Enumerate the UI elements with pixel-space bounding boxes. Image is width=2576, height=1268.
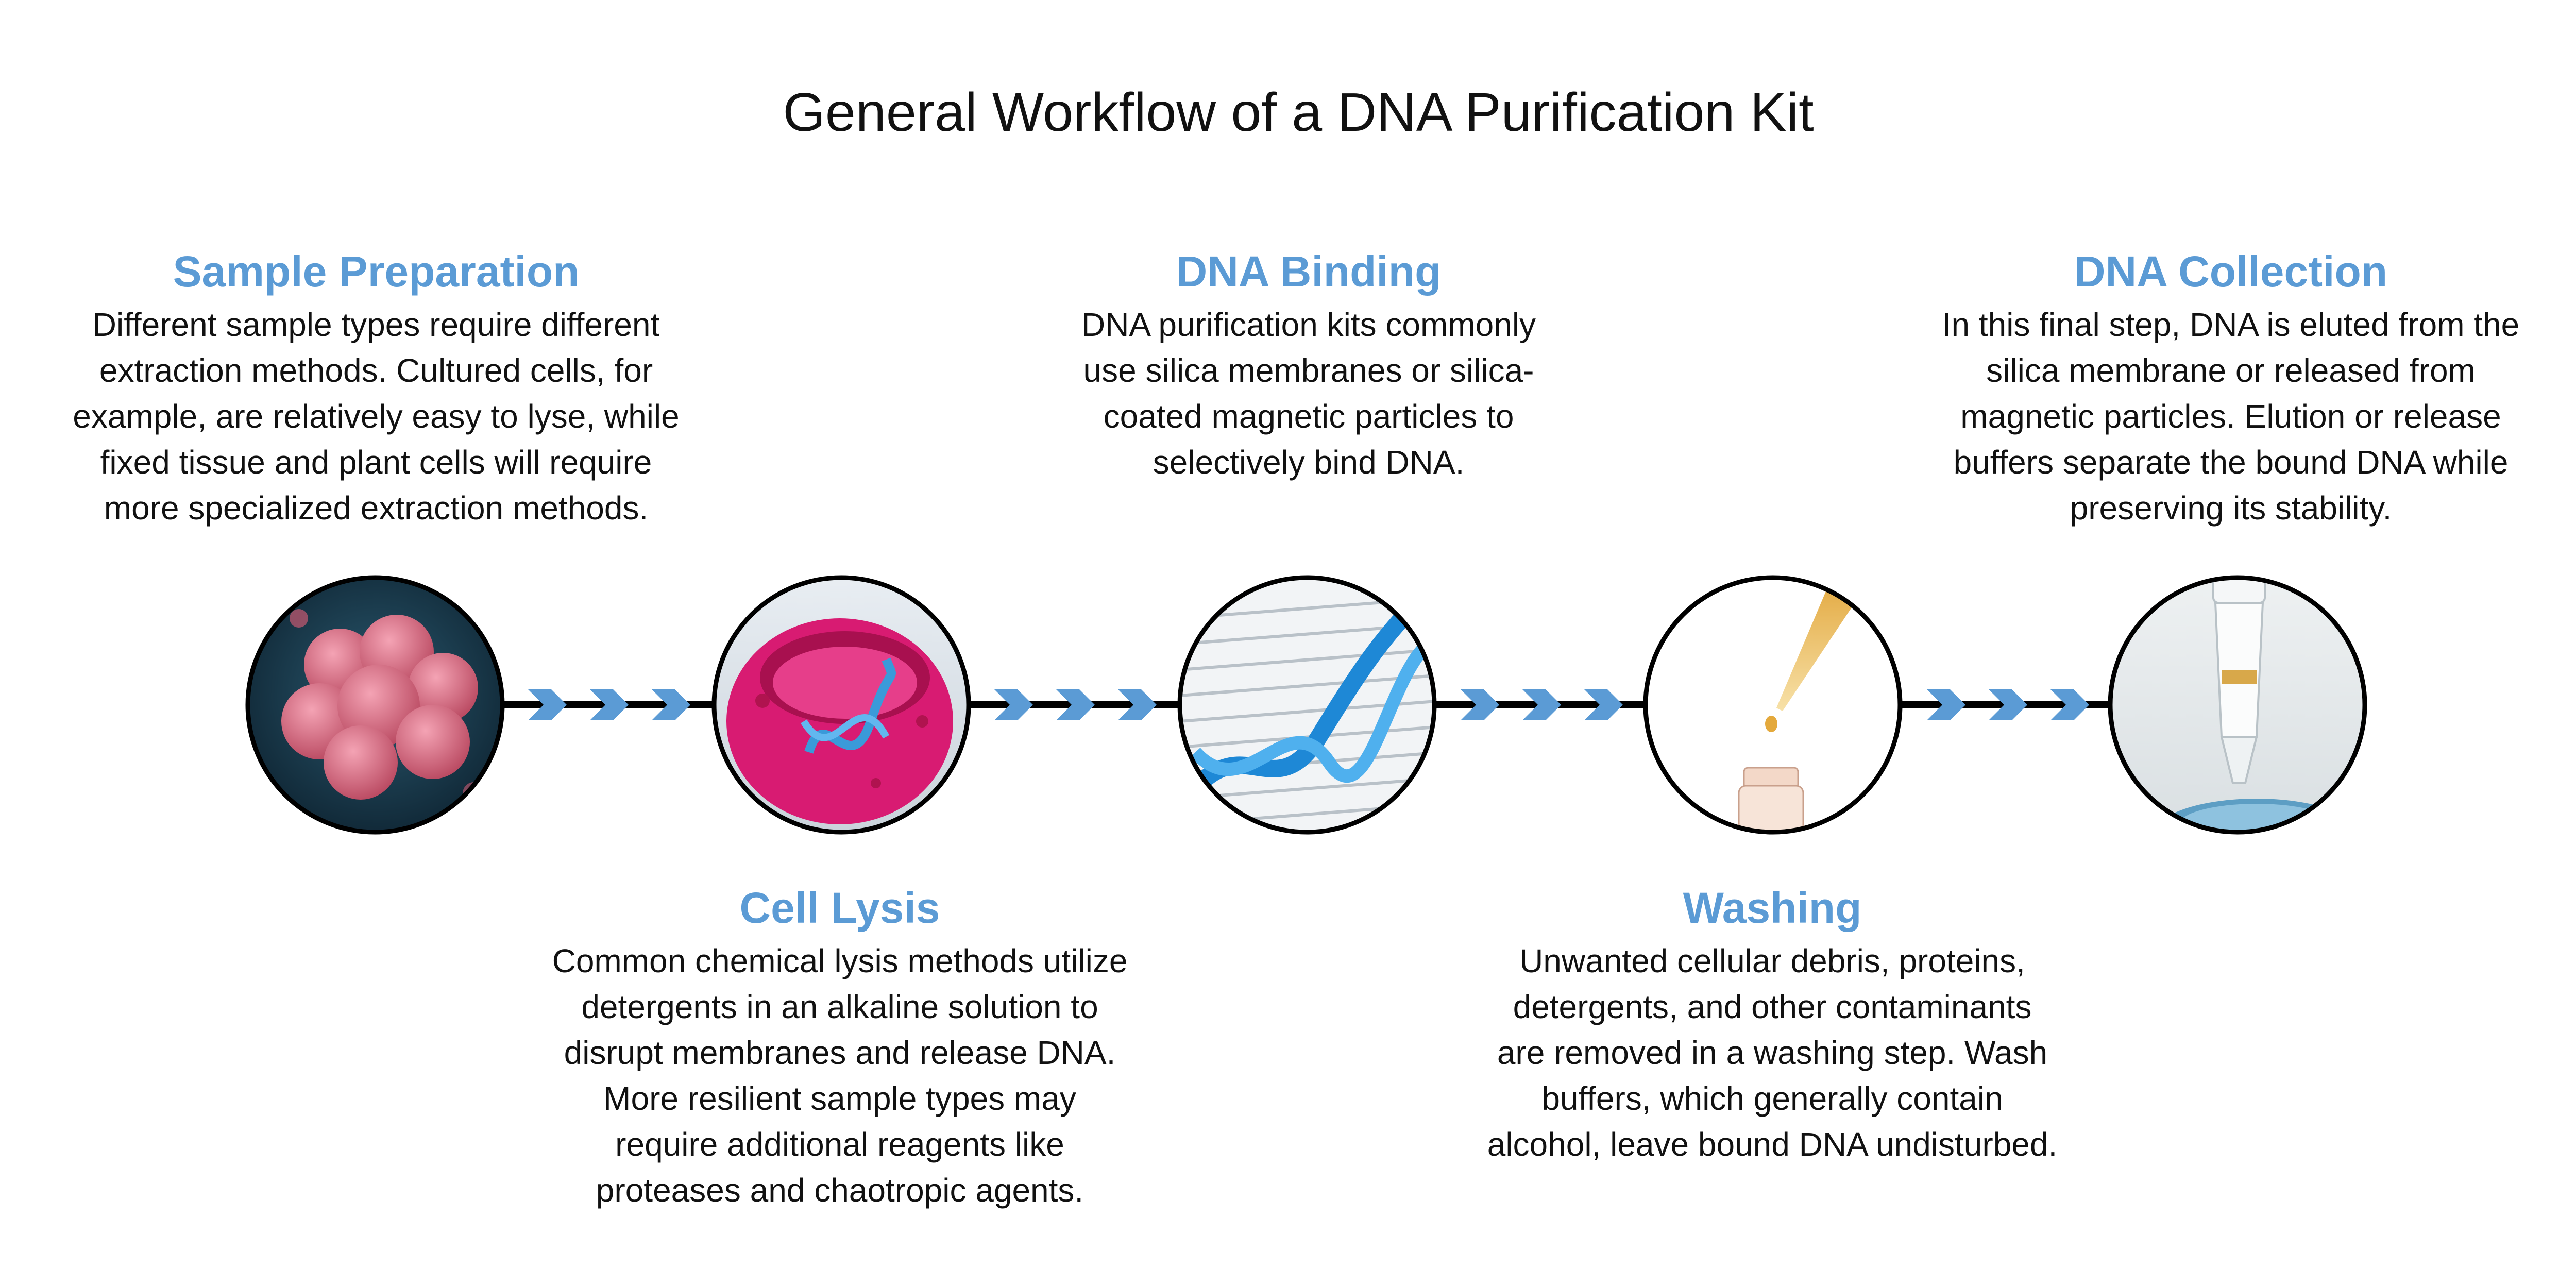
step-description-line: selectively bind DNA. bbox=[1153, 444, 1465, 481]
step-description: Different sample types require different… bbox=[41, 302, 711, 531]
dna-helix-icon bbox=[1177, 575, 1437, 835]
step-sample-preparation: Sample Preparation Different sample type… bbox=[41, 245, 711, 531]
chevron-icon bbox=[1927, 689, 1965, 720]
step-heading: Washing bbox=[1683, 884, 1862, 932]
step-cell-lysis: Cell Lysis Common chemical lysis methods… bbox=[495, 881, 1185, 1213]
step-description: DNA purification kits commonly use silic… bbox=[979, 302, 1638, 485]
step-description-line: more specialized extraction methods. bbox=[104, 489, 649, 527]
step-description-line: Unwanted cellular debris, proteins, bbox=[1519, 942, 2025, 979]
step-description-line: preserving its stability. bbox=[2070, 489, 2392, 527]
step-description-line: silica membrane or released from bbox=[1986, 352, 2476, 389]
step-description-line: disrupt membranes and release DNA. bbox=[564, 1034, 1116, 1071]
step-dna-collection: DNA Collection In this final step, DNA i… bbox=[1901, 245, 2561, 531]
step-heading: DNA Binding bbox=[1176, 247, 1442, 296]
lysed-cell-icon bbox=[711, 575, 971, 835]
step-description-line: require additional reagents like bbox=[615, 1126, 1064, 1163]
chevron-icon bbox=[2050, 689, 2089, 720]
step-description-line: proteases and chaotropic agents. bbox=[596, 1172, 1084, 1209]
chevron-arrows-1 bbox=[528, 689, 690, 720]
chevron-arrows-2 bbox=[994, 689, 1157, 720]
chevron-icon bbox=[1056, 689, 1095, 720]
step-heading: DNA Collection bbox=[2074, 247, 2388, 296]
step-description: Common chemical lysis methods utilize de… bbox=[495, 938, 1185, 1213]
step-description-line: More resilient sample types may bbox=[603, 1080, 1076, 1117]
step-description: Unwanted cellular debris, proteins, dete… bbox=[1422, 938, 2123, 1168]
pipette-dropper-icon bbox=[1643, 575, 1903, 835]
chevron-icon bbox=[1118, 689, 1157, 720]
cell-cluster-icon bbox=[245, 575, 505, 835]
step-description-line: Common chemical lysis methods utilize bbox=[552, 942, 1128, 979]
step-description-line: alcohol, leave bound DNA undisturbed. bbox=[1487, 1126, 2058, 1163]
step-description-line: extraction methods. Cultured cells, for bbox=[99, 352, 653, 389]
step-description-line: In this final step, DNA is eluted from t… bbox=[1942, 306, 2520, 343]
step-description-line: fixed tissue and plant cells will requir… bbox=[100, 444, 652, 481]
step-washing: Washing Unwanted cellular debris, protei… bbox=[1422, 881, 2123, 1168]
step-description-line: are removed in a washing step. Wash bbox=[1497, 1034, 2048, 1071]
step-description-line: coated magnetic particles to bbox=[1103, 398, 1514, 435]
chevron-icon bbox=[590, 689, 629, 720]
step-heading: Sample Preparation bbox=[173, 247, 580, 296]
step-description-line: Different sample types require different bbox=[92, 306, 660, 343]
step-description-line: buffers separate the bound DNA while bbox=[1953, 444, 2509, 481]
chevron-arrows-3 bbox=[1461, 689, 1623, 720]
page-title: General Workflow of a DNA Purification K… bbox=[783, 82, 1814, 143]
chevron-icon bbox=[528, 689, 567, 720]
chevron-icon bbox=[1522, 689, 1561, 720]
step-dna-binding: DNA Binding DNA purification kits common… bbox=[979, 245, 1638, 485]
chevron-arrows-4 bbox=[1927, 689, 2089, 720]
chevron-icon bbox=[1584, 689, 1623, 720]
workflow-timeline bbox=[245, 575, 2367, 835]
step-heading: Cell Lysis bbox=[739, 884, 940, 932]
step-description-line: use silica membranes or silica- bbox=[1083, 352, 1534, 389]
step-description-line: detergents in an alkaline solution to bbox=[581, 988, 1098, 1025]
step-description-line: example, are relatively easy to lyse, wh… bbox=[73, 398, 680, 435]
chevron-icon bbox=[1461, 689, 1499, 720]
chevron-icon bbox=[652, 689, 690, 720]
step-description-line: buffers, which generally contain bbox=[1541, 1080, 2003, 1117]
tube-collection-icon bbox=[2108, 575, 2367, 835]
step-description: In this final step, DNA is eluted from t… bbox=[1901, 302, 2561, 531]
step-description-line: detergents, and other contaminants bbox=[1513, 988, 2032, 1025]
chevron-icon bbox=[1989, 689, 2027, 720]
chevron-icon bbox=[994, 689, 1033, 720]
step-description-line: DNA purification kits commonly bbox=[1081, 306, 1536, 343]
step-description-line: magnetic particles. Elution or release bbox=[1960, 398, 2501, 435]
